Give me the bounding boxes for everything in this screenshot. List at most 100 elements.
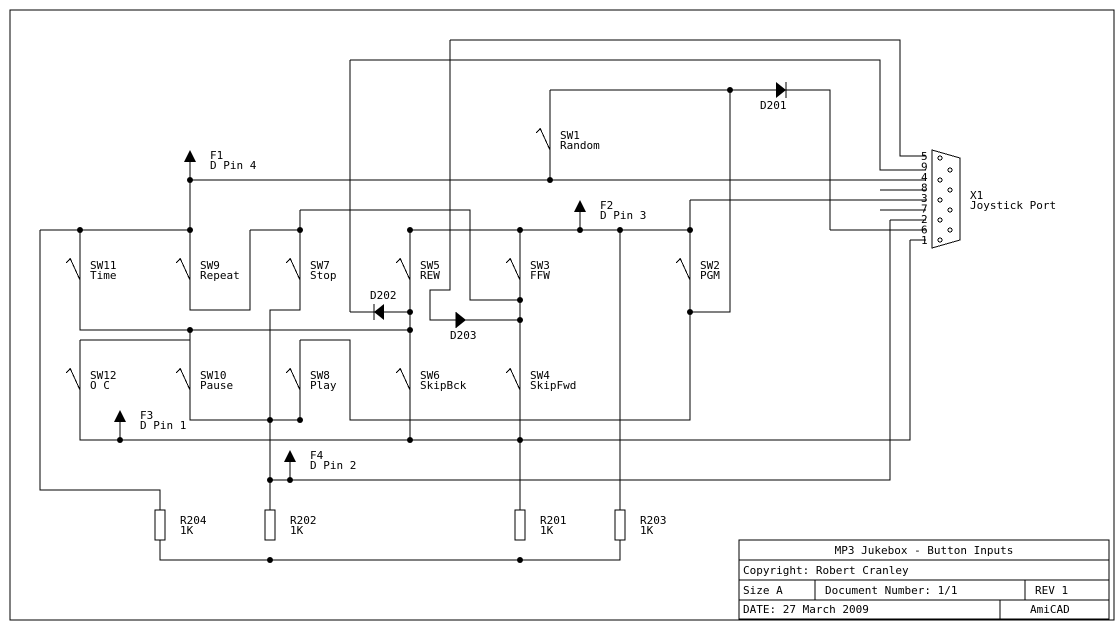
sw6-name: SkipBck (420, 379, 467, 392)
f1-label: D Pin 4 (210, 159, 257, 172)
switch-sw10 (175, 367, 191, 391)
sw8-name: Play (310, 379, 337, 392)
title-block-document-number: Document Number: 1/1 (825, 584, 957, 597)
connector-pin (937, 237, 943, 243)
junction-dot (407, 309, 413, 315)
junction-dot (267, 417, 273, 423)
resistor-r204 (154, 509, 166, 541)
connector-pin-label: 6 (921, 224, 928, 237)
f3-ref: F3 (140, 409, 153, 422)
r203-ref: R203 (640, 514, 667, 527)
sw8-ref: SW8 (310, 369, 330, 382)
junction-dot (77, 227, 83, 233)
junction-dot (517, 317, 523, 323)
title-block-copyright: Copyright: Robert Cranley (743, 564, 909, 577)
junction-dot (117, 437, 123, 443)
title-block-revision: REV 1 (1035, 584, 1068, 597)
title-block-tool: AmiCAD (1030, 603, 1070, 616)
sw11-name: Time (90, 269, 117, 282)
connector-pin-label: 4 (921, 171, 928, 184)
junction-dot (187, 177, 193, 183)
switches (65, 127, 691, 391)
title-block-date: DATE: 27 March 2009 (743, 603, 869, 616)
f2-label: D Pin 3 (600, 209, 646, 222)
sw2-name: PGM (700, 269, 720, 282)
sw7-name: Stop (310, 269, 337, 282)
resistor-r201 (514, 509, 526, 541)
junction-dot (727, 87, 733, 93)
diode-d201 (776, 82, 787, 98)
junction-dot (517, 227, 523, 233)
r204-ref: R204 (180, 514, 207, 527)
switch-sw9 (175, 257, 191, 281)
junction-dot (577, 227, 583, 233)
sw1-ref: SW1 (560, 129, 580, 142)
connector-pin (937, 197, 943, 203)
sw2-ref: SW2 (700, 259, 720, 272)
connector-pin (947, 227, 953, 233)
x1-ref: X1 (970, 189, 983, 202)
d201-label: D201 (760, 99, 787, 112)
junction-dot (267, 477, 273, 483)
junction-dot (547, 177, 553, 183)
connector-pin (947, 187, 953, 193)
r201-ref: R201 (540, 514, 567, 527)
r202-ref: R202 (290, 514, 317, 527)
sw12-name: O C (90, 379, 110, 392)
junction-dots (77, 87, 733, 563)
switch-sw8 (285, 367, 301, 391)
switch-sw3 (505, 257, 521, 281)
junction-dot (687, 227, 693, 233)
sw3-ref: SW3 (530, 259, 550, 272)
switch-sw11 (65, 257, 81, 281)
r202-value: 1K (290, 524, 304, 537)
junction-dot (407, 437, 413, 443)
junction-dot (187, 227, 193, 233)
flag-arrows (114, 150, 586, 462)
r201-value: 1K (540, 524, 554, 537)
f3-label: D Pin 1 (140, 419, 186, 432)
junction-dot (407, 227, 413, 233)
wires (39, 39, 926, 561)
f4-ref: F4 (310, 449, 324, 462)
d203-label: D203 (450, 329, 477, 342)
junction-dot (517, 437, 523, 443)
switch-sw5 (395, 257, 411, 281)
connector-pin-label: 1 (921, 234, 928, 247)
sw4-name: SkipFwd (530, 379, 576, 392)
connector-pin (937, 155, 943, 161)
junction-dot (407, 327, 413, 333)
r204-value: 1K (180, 524, 194, 537)
junction-dot (267, 557, 273, 563)
resistor-r203 (614, 509, 626, 541)
connector-pin (937, 177, 943, 183)
junction-dot (517, 297, 523, 303)
junction-dot (617, 227, 623, 233)
sw10-ref: SW10 (200, 369, 227, 382)
flag-arrow-f3-icon (114, 410, 126, 422)
flag-arrow-f4-icon (284, 450, 296, 462)
junction-dot (297, 227, 303, 233)
sw4-ref: SW4 (530, 369, 550, 382)
junction-dot (517, 557, 523, 563)
f4-label: D Pin 2 (310, 459, 356, 472)
junction-dot (287, 477, 293, 483)
diode-d202 (373, 304, 384, 320)
switch-sw12 (65, 367, 81, 391)
sw10-name: Pause (200, 379, 233, 392)
f1-ref: F1 (210, 149, 223, 162)
connector-pin-label: 9 (921, 161, 928, 174)
switch-sw4 (505, 367, 521, 391)
connector-pin (947, 167, 953, 173)
r203-value: 1K (640, 524, 654, 537)
resistor-r202 (264, 509, 276, 541)
sw5-name: REW (420, 269, 440, 282)
connector-pin-label: 7 (921, 203, 928, 216)
sw9-name: Repeat (200, 269, 240, 282)
switch-sw2 (675, 257, 691, 281)
connector-pin-label: 8 (921, 182, 928, 195)
labels: SW1 Random SW2 PGM SW3 FFW SW4 SkipFwd S… (90, 99, 1056, 537)
flag-arrow-f2-icon (574, 200, 586, 212)
sw5-ref: SW5 (420, 259, 440, 272)
